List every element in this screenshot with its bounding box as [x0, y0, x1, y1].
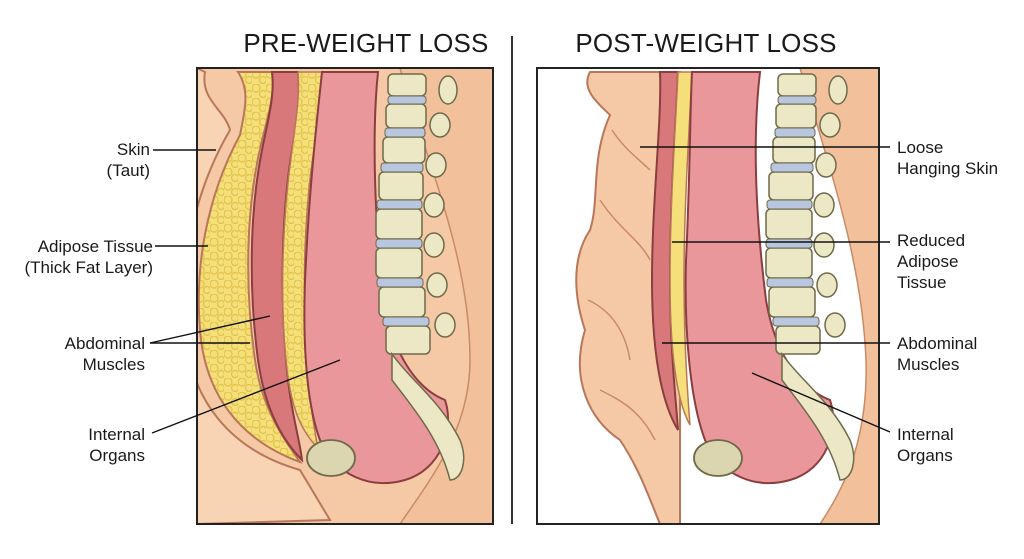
spinal-discs — [765, 95, 820, 327]
pre-weight-loss-figure — [197, 68, 493, 524]
label-internal-organs-right: Internal Organs — [897, 424, 1017, 466]
label-line: Hanging Skin — [897, 159, 999, 178]
label-line: Abdominal — [64, 334, 145, 353]
label-line: Muscles — [897, 355, 960, 374]
label-line: Adipose — [897, 252, 959, 271]
label-internal-organs-left: Internal Organs — [50, 424, 145, 466]
post-weight-loss-title: POST-WEIGHT LOSS — [575, 28, 837, 58]
label-line: (Taut) — [106, 161, 150, 180]
label-line: Reduced — [897, 231, 966, 250]
pubic-bone — [306, 439, 356, 477]
right-panel-frame — [536, 67, 880, 525]
fat-layer-thick — [197, 71, 303, 465]
reduced-fat-layer — [669, 71, 693, 426]
label-line: Internal — [88, 425, 145, 444]
label-abdominal-muscles-right: Abdominal Muscles — [897, 333, 1017, 375]
belly-skin — [197, 68, 332, 524]
left-leader-lines — [149, 149, 341, 434]
label-adipose-thick: Adipose Tissue (Thick Fat Layer) — [8, 236, 153, 278]
label-line: Skin — [116, 140, 150, 159]
label-line: Tissue — [897, 273, 947, 292]
panel-divider — [511, 36, 513, 524]
label-line: Internal — [897, 425, 954, 444]
label-line: Loose — [897, 138, 944, 157]
label-line: Organs — [897, 446, 953, 465]
label-line: Adipose Tissue — [37, 237, 153, 256]
label-reduced-adipose: Reduced Adipose Tissue — [897, 230, 1017, 293]
label-line: Organs — [89, 446, 145, 465]
spinal-processes — [813, 75, 848, 338]
label-line: Muscles — [82, 355, 145, 374]
loose-hanging-skin — [575, 71, 681, 524]
sacrum — [391, 351, 465, 481]
label-skin-taut: Skin (Taut) — [60, 139, 150, 181]
left-panel-frame — [196, 67, 494, 525]
spinal-discs — [375, 95, 430, 327]
back-tissue — [680, 68, 879, 524]
post-weight-loss-figure — [537, 68, 879, 524]
pre-weight-loss-title: PRE-WEIGHT LOSS — [243, 28, 489, 58]
skin-folds — [587, 129, 656, 441]
spine — [765, 73, 821, 355]
sacrum — [781, 351, 855, 481]
label-loose-hanging-skin: Loose Hanging Skin — [897, 137, 1022, 179]
pubic-bone — [693, 439, 743, 477]
right-leader-lines — [640, 146, 891, 433]
spinal-processes — [423, 75, 458, 338]
label-abdominal-muscles-left: Abdominal Muscles — [40, 333, 145, 375]
label-line: Abdominal — [897, 334, 978, 353]
spine — [375, 73, 431, 355]
label-line: (Thick Fat Layer) — [24, 258, 153, 277]
